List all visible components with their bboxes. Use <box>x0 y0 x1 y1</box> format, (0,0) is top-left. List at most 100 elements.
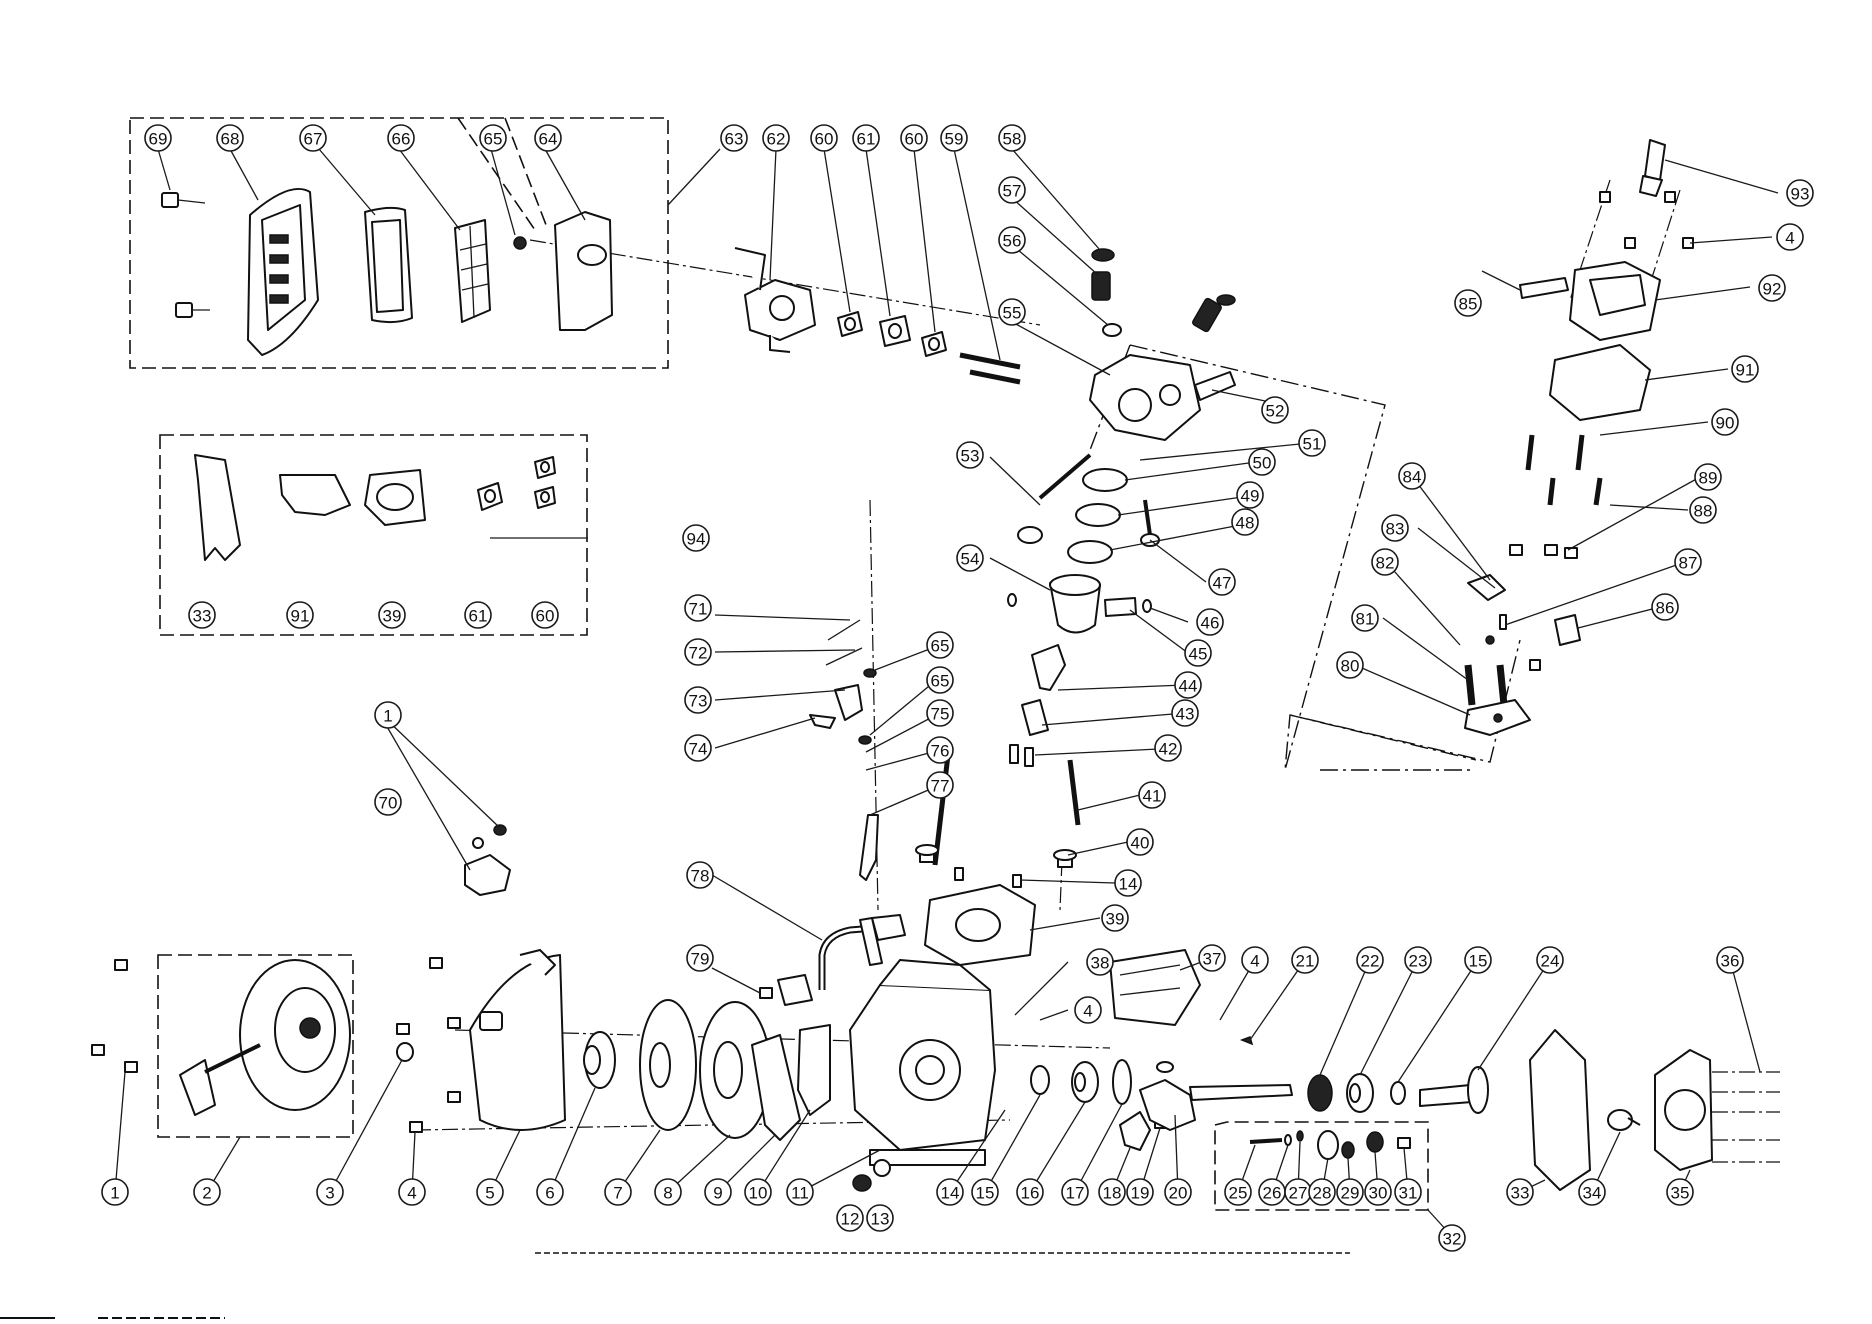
ignition-coil-wire <box>818 914 906 990</box>
callout-2: 2 <box>193 1178 221 1206</box>
callout-27: 27 <box>1284 1178 1312 1206</box>
cover-bolts <box>1599 191 1694 249</box>
valve-spring-set <box>1091 248 1236 337</box>
callout-74: 74 <box>684 734 712 762</box>
callout-number: 67 <box>304 130 323 149</box>
push-rod-guides <box>1464 664 1508 706</box>
callout-number: 54 <box>961 550 980 569</box>
callout-number: 32 <box>1443 1230 1462 1249</box>
gasket-kit-box <box>159 434 588 636</box>
crank-gear <box>1112 1059 1132 1105</box>
callout-number: 52 <box>1266 402 1285 421</box>
filter-screen <box>454 219 491 323</box>
callout-30: 30 <box>1364 1178 1392 1206</box>
callout-20: 20 <box>1164 1178 1192 1206</box>
callout-number: 49 <box>1241 487 1260 506</box>
head-gasket <box>924 884 1036 966</box>
camshaft <box>1419 1066 1489 1114</box>
callout-number: 9 <box>713 1184 722 1203</box>
callout-81: 81 <box>1351 604 1379 632</box>
callout-14: 14 <box>936 1178 964 1206</box>
push-rods <box>932 754 1081 866</box>
callout-number: 38 <box>1091 954 1110 973</box>
callout-number: 39 <box>383 607 402 626</box>
callout-71: 71 <box>684 594 712 622</box>
callout-24: 24 <box>1536 946 1564 974</box>
callout-59: 59 <box>940 124 968 152</box>
callout-15: 15 <box>1464 946 1492 974</box>
callout-number: 4 <box>1083 1002 1092 1021</box>
callout-number: 86 <box>1656 599 1675 618</box>
callout-number: 93 <box>1791 185 1810 204</box>
callout-1: 1 <box>374 701 402 729</box>
callout-number: 41 <box>1143 787 1162 806</box>
callout-89: 89 <box>1694 463 1722 491</box>
callout-number: 25 <box>1229 1184 1248 1203</box>
callout-65: 65 <box>479 124 507 152</box>
air-filter-kit-box <box>129 117 669 369</box>
callout-87: 87 <box>1674 548 1702 576</box>
carburetor <box>734 247 816 353</box>
callout-number: 26 <box>1263 1184 1282 1203</box>
callout-21: 21 <box>1291 946 1319 974</box>
valve-cover <box>1569 261 1661 341</box>
callout-number: 70 <box>379 794 398 813</box>
callout-11: 11 <box>786 1178 814 1206</box>
callout-32: 32 <box>1438 1224 1466 1252</box>
spark-plug <box>1639 139 1666 197</box>
callout-88: 88 <box>1689 496 1717 524</box>
callout-number: 13 <box>871 1210 890 1229</box>
insulator-spacers <box>837 311 947 357</box>
carb-studs <box>959 352 1021 385</box>
crankcase <box>849 959 996 1166</box>
callout-number: 27 <box>1289 1184 1308 1203</box>
deflector-plate <box>1109 949 1201 1026</box>
callout-86: 86 <box>1651 593 1679 621</box>
callout-number: 71 <box>689 600 708 619</box>
callout-number: 69 <box>149 130 168 149</box>
callout-number: 68 <box>221 130 240 149</box>
callout-84: 84 <box>1398 462 1426 490</box>
air-filter-base <box>554 211 613 331</box>
callout-number: 65 <box>931 637 950 656</box>
callout-number: 4 <box>1250 952 1259 971</box>
callout-number: 51 <box>1303 435 1322 454</box>
dowel-pins <box>954 867 1022 888</box>
flywheel-nut <box>396 1042 414 1062</box>
callout-3: 3 <box>316 1178 344 1206</box>
woodruff-key <box>1239 1036 1254 1046</box>
callout-47: 47 <box>1208 568 1236 596</box>
callout-58: 58 <box>998 124 1026 152</box>
callout-number: 5 <box>485 1184 494 1203</box>
callout-54: 54 <box>956 544 984 572</box>
callout-number: 35 <box>1671 1184 1690 1203</box>
callout-55: 55 <box>998 298 1026 326</box>
callout-42: 42 <box>1154 734 1182 762</box>
callout-13: 13 <box>866 1204 894 1232</box>
callout-91: 91 <box>286 601 314 629</box>
callout-number: 45 <box>1189 645 1208 664</box>
callout-number: 83 <box>1386 520 1405 539</box>
callout-number: 77 <box>931 777 950 796</box>
cover-screws <box>161 192 210 318</box>
callout-63: 63 <box>720 124 748 152</box>
air-filter-cover <box>247 187 319 356</box>
callout-number: 60 <box>536 607 555 626</box>
callout-number: 74 <box>689 740 708 759</box>
callout-number: 4 <box>1785 229 1794 248</box>
callout-57: 57 <box>998 176 1026 204</box>
callout-62: 62 <box>762 124 790 152</box>
callout-4: 4 <box>1241 946 1269 974</box>
callout-7: 7 <box>604 1178 632 1206</box>
callout-16: 16 <box>1016 1178 1044 1206</box>
callout-4: 4 <box>398 1178 426 1206</box>
callout-38: 38 <box>1086 948 1114 976</box>
callout-number: 65 <box>484 130 503 149</box>
rocker-arms <box>1467 574 1581 671</box>
callout-33: 33 <box>188 601 216 629</box>
ignition-coil <box>759 974 813 1006</box>
callout-51: 51 <box>1298 429 1326 457</box>
callout-36: 36 <box>1716 946 1744 974</box>
callout-number: 62 <box>767 130 786 149</box>
